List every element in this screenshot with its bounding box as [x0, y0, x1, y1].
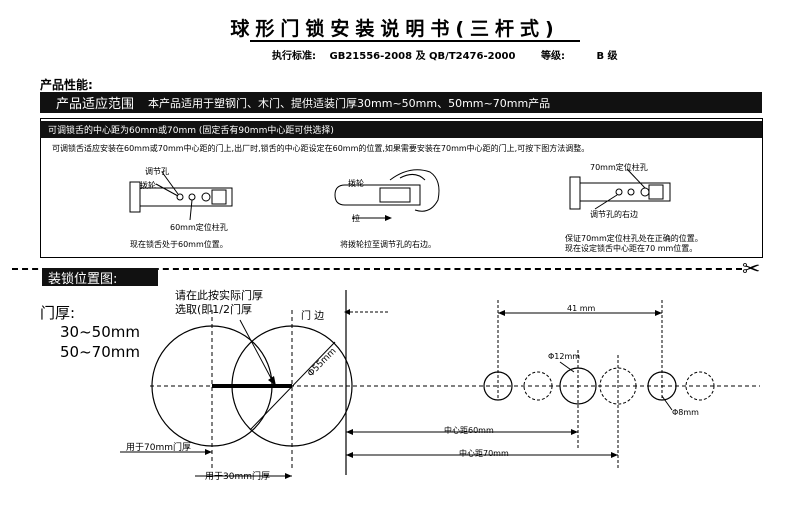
adjust-bar: 可调锁舌的中心距为60mm或70mm (固定舌有90mm中心距可供选择) — [40, 121, 762, 138]
adjust-panel — [40, 118, 763, 258]
fig1-label-adjust-hole: 调节孔 — [145, 167, 169, 176]
fig2-label-wheel: 拨轮 — [348, 179, 364, 188]
for-30mm-label: 用于30mm门厚 — [205, 472, 270, 482]
scope-bar: 产品适应范围 本产品适用于塑钢门、木门、提供适装门厚30mm~50mm、50mm… — [40, 92, 762, 113]
fig3-label-70mm-hole: 70mm定位柱孔 — [590, 163, 648, 172]
thickness-note: 请在此按实际门厚 选取(即1/2门厚 — [175, 289, 263, 317]
door-edge-label: 门 边 — [301, 311, 325, 322]
center-70-label: 中心距70mm — [459, 449, 509, 458]
center-60-label: 中心距60mm — [444, 426, 494, 435]
grade-label: 等级: — [540, 51, 565, 62]
scope-label: 产品适应范围 — [56, 97, 135, 112]
cut-line — [12, 268, 742, 270]
door-thickness-values: 30~50mm 50~70mm — [60, 322, 140, 362]
note-line-1: 请在此按实际门厚 — [175, 289, 263, 302]
scope-text: 本产品适用于塑钢门、木门、提供适装门厚30mm~50mm、50mm~70mm产品 — [148, 96, 551, 110]
thickness-50-70: 50~70mm — [60, 343, 140, 361]
title-underline — [250, 40, 580, 42]
standard-value: GB21556-2008 及 QB/T2476-2000 — [329, 51, 516, 62]
document-title: 球形门锁安装说明书(三杆式) — [230, 18, 560, 40]
thickness-30-50: 30~50mm — [60, 323, 140, 341]
fig3-caption-1: 保证70mm定位柱孔处在正确的位置。 — [565, 234, 703, 243]
fig2-caption: 将拨轮拉至调节孔的右边。 — [340, 240, 436, 249]
latch-figure-2-hand — [334, 169, 440, 221]
for-70mm-label: 用于70mm门厚 — [126, 443, 191, 453]
standard-line: 执行标准: GB21556-2008 及 QB/T2476-2000 等级: B… — [272, 47, 628, 62]
fig1-label-wheel: 拨轮 — [140, 181, 156, 190]
latch-figure-3 — [569, 168, 671, 210]
fig2-label-pull: 拉 — [352, 214, 360, 223]
install-heading: 装锁位置图: — [42, 268, 158, 287]
adjust-description: 可调锁舌适应安装在60mm或70mm中心距的门上,出厂时,锁舌的中心距设定在60… — [52, 144, 590, 153]
fig3-label-right-side: 调节孔的右边 — [590, 210, 638, 219]
dim-41-label: 41 mm — [567, 304, 596, 313]
door-thickness-label: 门厚: — [40, 304, 76, 322]
adjust-bar-text: 可调锁舌的中心距为60mm或70mm (固定舌有90mm中心距可供选择) — [48, 126, 334, 136]
diameter-8-label: Φ8mm — [672, 408, 699, 417]
scissors-icon: ✂ — [742, 257, 761, 282]
note-line-2: 选取(即1/2门厚 — [175, 303, 252, 316]
performance-heading: 产品性能: — [40, 78, 93, 92]
latch-figure-1 — [129, 171, 233, 221]
fig1-caption: 现在锁舌处于60mm位置。 — [130, 240, 228, 249]
fig1-label-60mm-hole: 60mm定位柱孔 — [170, 223, 228, 232]
diameter-12-label: Φ12mm — [548, 352, 581, 361]
grade-value: B 级 — [596, 51, 618, 62]
fig3-caption-2: 现在设定锁舌中心距在70 mm位置。 — [565, 244, 698, 253]
standard-label: 执行标准: — [272, 51, 316, 62]
